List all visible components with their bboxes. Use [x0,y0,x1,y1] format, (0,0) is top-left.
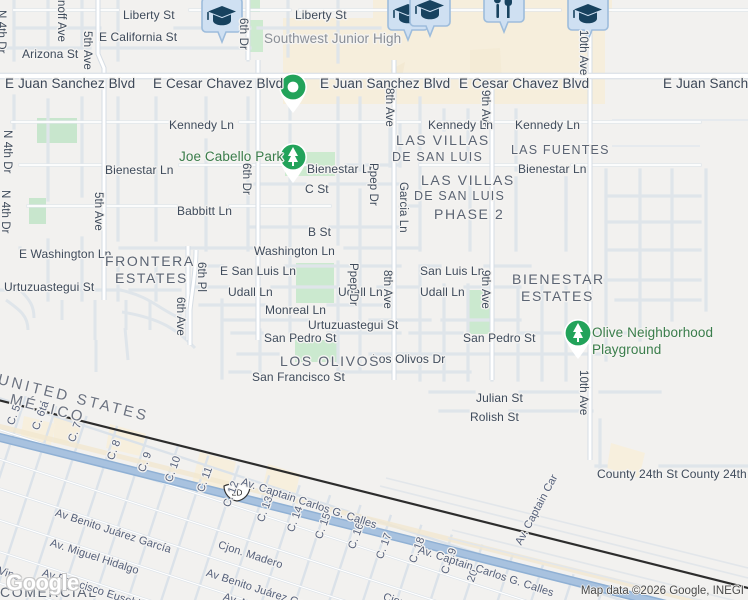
marker-school-4[interactable] [566,0,610,48]
highway-shield-2d: 2D [223,483,251,502]
graduation-cap-icon [573,4,602,24]
tree-icon [288,147,298,166]
marker-school-1[interactable] [200,0,244,50]
marker-park-olive-playground[interactable] [561,316,595,360]
marker-restaurant-1[interactable] [482,0,526,40]
tree-icon [573,323,583,342]
marker-park-joe-cabello[interactable] [276,140,310,184]
graduation-cap-icon [207,6,236,26]
marker-school-3[interactable] [408,0,452,44]
marker-transit-1[interactable] [276,70,310,114]
circle-dot-icon [287,81,299,93]
svg-text:2D: 2D [232,488,243,498]
google-logo[interactable]: Google [6,570,79,595]
map-attribution: Map data ©2026 Google, INEGI [580,585,744,597]
graduation-cap-icon [415,0,444,20]
fork-knife-icon [494,0,512,18]
